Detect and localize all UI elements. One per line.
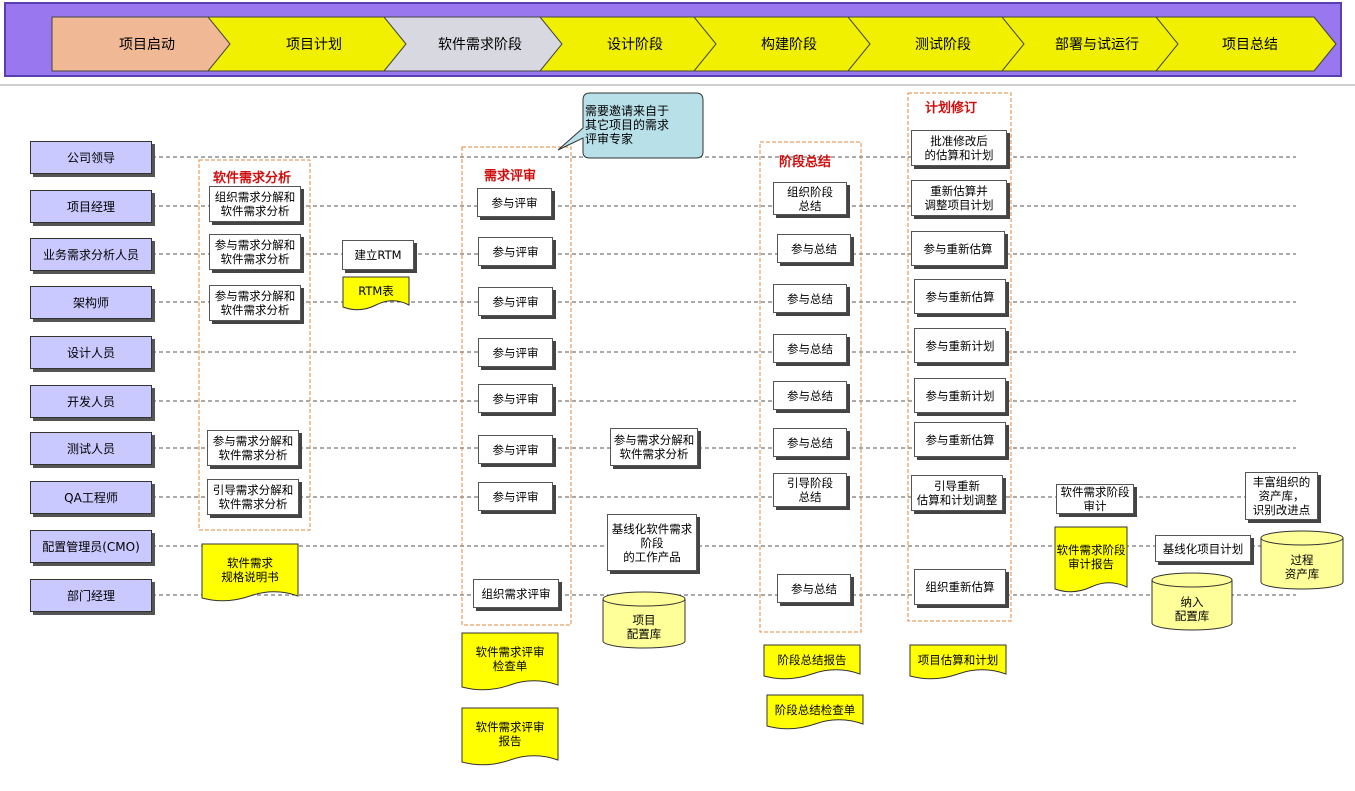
rtm-table-doc[interactable]: RTM表 [358, 284, 394, 298]
include-lib-repo-shape [1151, 572, 1233, 631]
revision-task-2[interactable]: 重新估算并 调整项目计划 [911, 180, 1007, 216]
analysis-task-1[interactable]: 组织需求分解和 软件需求分析 [209, 186, 301, 222]
process-assets-repo-shape [1260, 530, 1344, 590]
revision-task-3[interactable]: 参与重新估算 [911, 231, 1005, 266]
baseline-products-task[interactable]: 基线化软件需求阶段 的工作产品 [607, 514, 697, 571]
audit-report-doc[interactable]: 软件需求阶段 审计报告 [1056, 543, 1126, 571]
estimate-plan-doc-shape [909, 644, 1007, 680]
summary-task-8[interactable]: 参与总结 [777, 574, 851, 603]
summary-task-3[interactable]: 参与总结 [773, 284, 847, 313]
phase-chevron-8[interactable] [1154, 16, 1337, 72]
review-task-6[interactable]: 参与评审 [478, 435, 553, 464]
analysis-task-5[interactable]: 引导需求分解和 软件需求分析 [207, 479, 299, 515]
review-report-doc-shape [461, 707, 559, 766]
summary-report-doc[interactable]: 阶段总结报告 [777, 652, 847, 667]
summary-title: 阶段总结 [779, 155, 832, 170]
analysis-task-2[interactable]: 参与需求分解和 软件需求分析 [209, 234, 301, 270]
role-1[interactable]: 公司领导 [30, 141, 152, 174]
summary-task-5[interactable]: 参与总结 [773, 381, 847, 410]
role-8[interactable]: QA工程师 [30, 481, 152, 514]
analysis-task-3[interactable]: 参与需求分解和 软件需求分析 [209, 285, 301, 321]
review-checklist-doc-shape [461, 632, 559, 691]
analysis-task-4[interactable]: 参与需求分解和 软件需求分析 [207, 430, 299, 466]
review-checklist-doc[interactable]: 软件需求评审 检查单 [475, 645, 545, 673]
revision-task-9[interactable]: 组织重新估算 [914, 569, 1006, 605]
process-assets-repo[interactable]: 过程 资产库 [1284, 553, 1320, 581]
role-7[interactable]: 测试人员 [30, 432, 152, 465]
enrich-assets-task[interactable]: 丰富组织的 资产库， 识别改进点 [1245, 472, 1318, 520]
role-2[interactable]: 项目经理 [30, 190, 152, 223]
phase-audit-task[interactable]: 软件需求阶段 审计 [1056, 484, 1134, 514]
summary-task-2[interactable]: 参与总结 [777, 234, 851, 263]
review-report-doc[interactable]: 软件需求评审 报告 [475, 720, 545, 748]
group-frame-1 [198, 159, 311, 531]
estimate-plan-doc[interactable]: 项目估算和计划 [917, 652, 999, 667]
rtm-task[interactable]: 建立RTM [342, 240, 414, 270]
header-divider [0, 84, 1355, 86]
review-title: 需求评审 [484, 169, 537, 184]
review-task-3[interactable]: 参与评审 [478, 287, 553, 316]
baseline-plan-task[interactable]: 基线化项目计划 [1155, 535, 1251, 562]
phase-label-4: 设计阶段 [607, 37, 663, 53]
review-task-4[interactable]: 参与评审 [478, 338, 553, 367]
revision-task-4[interactable]: 参与重新估算 [914, 279, 1006, 314]
config-lib-repo[interactable]: 项目 配置库 [626, 613, 662, 641]
role-4[interactable]: 架构师 [30, 286, 152, 319]
revision-task-5[interactable]: 参与重新计划 [914, 328, 1006, 363]
group-frame-4 [907, 92, 1012, 622]
phase-label-1: 项目启动 [119, 37, 175, 53]
review-task-5[interactable]: 参与评审 [478, 384, 553, 413]
test-participate-task[interactable]: 参与需求分解和 软件需求分析 [610, 428, 698, 466]
revision-task-8[interactable]: 引导重新 估算和计划调整 [911, 475, 1003, 511]
role-5[interactable]: 设计人员 [30, 336, 152, 369]
phase-label-2: 项目计划 [286, 37, 342, 53]
phase-label-6: 测试阶段 [915, 37, 971, 53]
role-3[interactable]: 业务需求分析人员 [30, 238, 152, 271]
srs-doc-shape [201, 543, 299, 602]
review-task-2[interactable]: 参与评审 [478, 237, 553, 266]
audit-report-doc-shape [1054, 526, 1128, 593]
group-frame-2 [461, 146, 572, 626]
summary-task-6[interactable]: 参与总结 [773, 428, 847, 457]
callout-bubble [557, 92, 704, 159]
summary-task-1[interactable]: 组织阶段 总结 [773, 182, 847, 215]
analysis-title: 软件需求分析 [213, 171, 292, 186]
summary-checklist-doc[interactable]: 阶段总结检查单 [774, 702, 856, 717]
phase-label-8: 项目总结 [1222, 37, 1278, 53]
review-task-7[interactable]: 参与评审 [478, 482, 553, 511]
include-lib-repo[interactable]: 纳入 配置库 [1174, 594, 1210, 623]
role-6[interactable]: 开发人员 [30, 385, 152, 418]
srs-doc[interactable]: 软件需求 规格说明书 [221, 556, 279, 584]
revision-title: 计划修订 [925, 101, 978, 116]
phase-label-3: 软件需求阶段 [438, 37, 522, 53]
review-task-1[interactable]: 参与评审 [477, 188, 552, 217]
summary-report-doc-shape [763, 644, 861, 680]
summary-task-7[interactable]: 引导阶段 总结 [773, 473, 847, 507]
summary-task-4[interactable]: 参与总结 [773, 334, 847, 363]
rtm-table-doc-shape [342, 276, 410, 311]
review-task-8[interactable]: 组织需求评审 [473, 579, 559, 608]
config-lib-repo-shape [602, 591, 686, 649]
phase-label-7: 部署与试运行 [1055, 37, 1139, 53]
callout-text: 需要邀请来自于 其它项目的需求 评审专家 [585, 104, 670, 146]
role-10[interactable]: 部门经理 [30, 579, 152, 612]
summary-checklist-doc-shape [766, 694, 864, 730]
phase-label-5: 构建阶段 [761, 37, 817, 53]
group-frame-3 [759, 141, 862, 633]
revision-task-1[interactable]: 批准修改后 的估算和计划 [911, 130, 1007, 166]
revision-task-7[interactable]: 参与重新估算 [914, 422, 1006, 457]
role-9[interactable]: 配置管理员(CMO) [30, 530, 152, 563]
revision-task-6[interactable]: 参与重新计划 [914, 378, 1006, 413]
